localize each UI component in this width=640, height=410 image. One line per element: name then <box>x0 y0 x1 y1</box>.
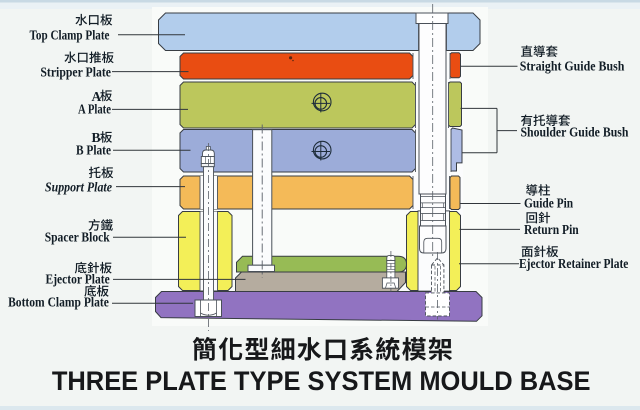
svg-text:Ejector Plate: Ejector Plate <box>46 271 110 286</box>
svg-text:Shoulder Guide Bush: Shoulder Guide Bush <box>521 125 629 140</box>
svg-text:THREE PLATE TYPE SYSTEM MOULD: THREE PLATE TYPE SYSTEM MOULD BASE <box>52 366 591 396</box>
svg-text:Straight Guide Bush: Straight Guide Bush <box>520 59 625 74</box>
svg-text:Spacer Block: Spacer Block <box>45 230 110 245</box>
svg-text:Guide Pin: Guide Pin <box>524 196 574 211</box>
svg-text:Ejector Retainer Plate: Ejector Retainer Plate <box>519 256 628 271</box>
svg-text:Stripper Plate: Stripper Plate <box>40 65 111 80</box>
svg-text:Bottom Clamp Plate: Bottom Clamp Plate <box>8 295 109 310</box>
svg-text:A Plate: A Plate <box>78 102 111 117</box>
svg-text:Return Pin: Return Pin <box>524 222 579 237</box>
svg-text:B: B <box>92 130 101 145</box>
svg-text:A: A <box>92 89 102 104</box>
svg-text:Top Clamp Plate: Top Clamp Plate <box>30 27 110 42</box>
svg-text:Support Plate: Support Plate <box>45 180 112 195</box>
svg-text:B Plate: B Plate <box>76 143 111 158</box>
